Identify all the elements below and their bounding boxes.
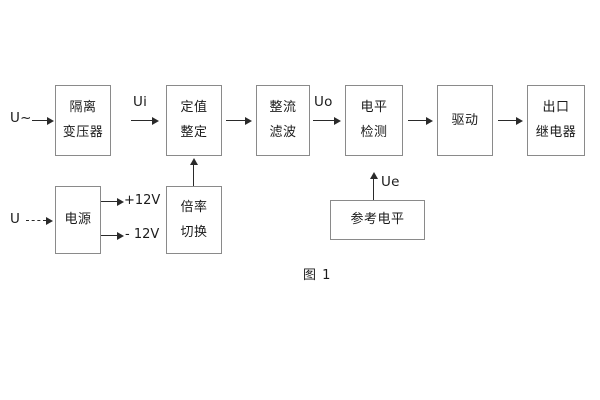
arrow-rectify-filter-to-level-detect bbox=[313, 116, 343, 125]
block-setpoint-adjust-line1: 定值 bbox=[180, 100, 208, 116]
label-supply-positive: +12V bbox=[124, 193, 161, 208]
block-rectify-filter: 整流 滤波 bbox=[256, 85, 310, 156]
block-level-detect: 电平 检测 bbox=[345, 85, 403, 156]
input-label-ac: U~ bbox=[10, 110, 32, 126]
signal-label-uo: Uo bbox=[314, 94, 333, 110]
signal-label-ui: Ui bbox=[133, 94, 148, 110]
block-rectify-filter-line1: 整流 bbox=[269, 100, 297, 116]
block-output-relay-line1: 出口 bbox=[542, 100, 570, 116]
block-isolation-transformer-line2: 变压器 bbox=[62, 125, 104, 140]
input-label-dc: U bbox=[10, 211, 21, 227]
block-isolation-transformer-line1: 隔离 bbox=[69, 100, 97, 116]
block-setpoint-adjust: 定值 整定 bbox=[166, 85, 222, 156]
block-level-detect-line1: 电平 bbox=[360, 100, 388, 116]
arrow-setpoint-adjust-to-rectify-filter bbox=[226, 116, 254, 125]
block-reference-level: 参考电平 bbox=[330, 200, 425, 240]
block-multiplier-switch-line2: 切换 bbox=[180, 224, 208, 240]
signal-label-ue: Ue bbox=[381, 174, 400, 190]
arrow-power-supply-negative-rail bbox=[101, 231, 125, 240]
block-output-relay-line2: 继电器 bbox=[535, 125, 577, 140]
figure-caption: 图 1 bbox=[303, 268, 332, 283]
block-drive: 驱动 bbox=[437, 85, 493, 156]
block-isolation-transformer: 隔离 变压器 bbox=[55, 85, 111, 156]
block-power-supply-line1: 电源 bbox=[64, 212, 92, 228]
arrow-ac-input-to-isolation-transformer bbox=[32, 116, 54, 125]
arrow-level-detect-to-drive bbox=[408, 116, 435, 125]
block-multiplier-switch-line1: 倍率 bbox=[180, 199, 208, 215]
arrow-isolation-transformer-to-setpoint-adjust bbox=[131, 116, 161, 125]
block-drive-line1: 驱动 bbox=[451, 112, 479, 128]
arrow-dc-input-to-power-supply bbox=[26, 216, 54, 225]
arrow-multiplier-switch-to-setpoint-adjust bbox=[189, 158, 198, 186]
arrow-power-supply-positive-rail bbox=[101, 197, 125, 206]
block-level-detect-line2: 检测 bbox=[360, 125, 388, 140]
block-setpoint-adjust-line2: 整定 bbox=[180, 125, 208, 140]
arrow-drive-to-output-relay bbox=[498, 116, 525, 125]
block-multiplier-switch: 倍率 切换 bbox=[166, 186, 222, 254]
label-supply-negative: - 12V bbox=[125, 227, 160, 242]
block-reference-level-line1: 参考电平 bbox=[350, 212, 405, 228]
arrow-reference-level-to-level-detect bbox=[369, 172, 378, 200]
block-output-relay: 出口 继电器 bbox=[527, 85, 585, 156]
block-rectify-filter-line2: 滤波 bbox=[269, 125, 297, 140]
block-power-supply: 电源 bbox=[55, 186, 101, 254]
